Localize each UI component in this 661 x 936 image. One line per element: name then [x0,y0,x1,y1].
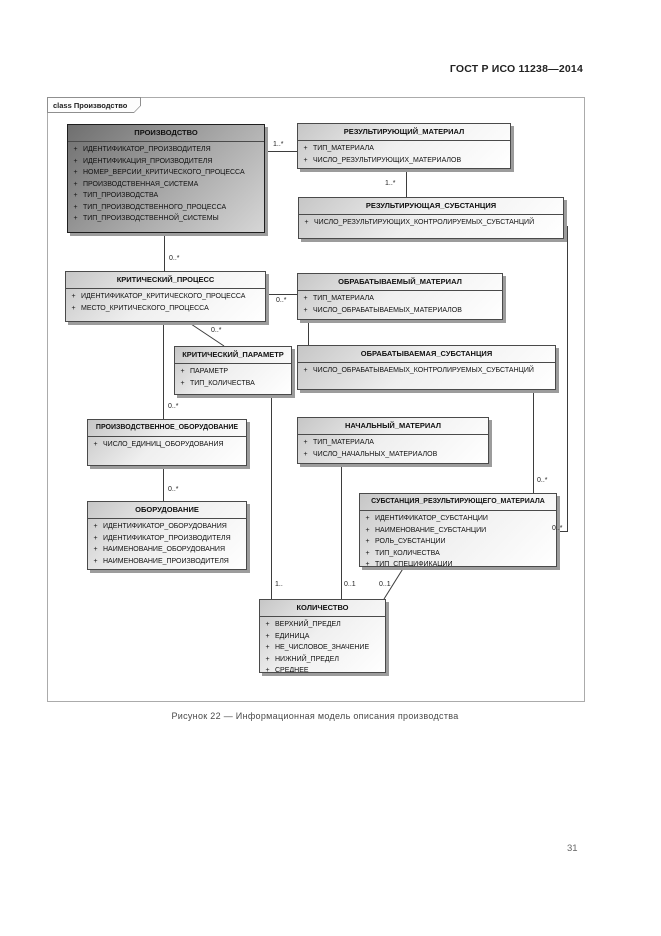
class-kolichestvo: КОЛИЧЕСТВО +ВЕРХНИЙ_ПРЕДЕЛ +ЕДИНИЦА +НЕ_… [259,599,386,673]
class-nachalnyy-material: НАЧАЛЬНЫЙ_МАТЕРИАЛ +ТИП_МАТЕРИАЛА +ЧИСЛО… [297,417,489,464]
class-attribute: +ИДЕНТИФИКАЦИЯ_ПРОИЗВОДИТЕЛЯ [73,157,213,165]
figure-caption: Рисунок 22 — Информационная модель описа… [171,711,459,721]
class-kriticheskiy-parametr: КРИТИЧЕСКИЙ_ПАРАМЕТР +ПАРАМЕТР +ТИП_КОЛИ… [174,346,292,395]
class-attribute: +ЧИСЛО_ОБРАБАТЫВАЕМЫХ_КОНТРОЛИРУЕМЫХ_СУБ… [303,367,534,374]
class-attribute: +НАИМЕНОВАНИЕ_ОБОРУДОВАНИЯ [93,546,225,553]
class-rezultiruyushchiy-material: РЕЗУЛЬТИРУЮЩИЙ_МАТЕРИАЛ +ТИП_МАТЕРИАЛА +… [297,123,511,169]
class-attribute: +ТИП_ПРОИЗВОДСТВЕННОЙ_СИСТЕМЫ [73,215,219,222]
class-title: РЕЗУЛЬТИРУЮЩИЙ_МАТЕРИАЛ [298,124,510,141]
multiplicity-label: 0..* [168,403,179,410]
class-attribute: +СРЕДНЕЕ [265,667,309,673]
class-attribute: +ЧИСЛО_РЕЗУЛЬТИРУЮЩИХ_МАТЕРИАЛОВ [303,156,462,164]
class-attribute: +НИЖНИЙ_ПРЕДЕЛ [265,655,339,663]
class-attribute: +ТИП_МАТЕРИАЛА [303,145,374,152]
class-attribute: +ПРОИЗВОДСТВЕННАЯ_СИСТЕМА [73,180,199,188]
frame-label: class Производство [53,100,128,110]
class-title: ОБРАБАТЫВАЕМАЯ_СУБСТАНЦИЯ [298,346,555,363]
multiplicity-label: 1.. [275,581,283,588]
class-attribute: +ЧИСЛО_РЕЗУЛЬТИРУЮЩИХ_КОНТРОЛИРУЕМЫХ_СУБ… [304,219,535,226]
class-title: НАЧАЛЬНЫЙ_МАТЕРИАЛ [298,418,488,435]
connector-lines [163,151,568,600]
class-title: КОЛИЧЕСТВО [260,600,385,617]
class-attribute: +ТИП_КОЛИЧЕСТВА [365,549,440,557]
class-attribute: +ПАРАМЕТР [180,368,229,375]
class-attribute: +ЧИСЛО_ОБРАБАТЫВАЕМЫХ_МАТЕРИАЛОВ [303,306,462,314]
multiplicity-label: 0..* [168,486,179,493]
page-number: 31 [567,843,578,854]
class-obrabatyvaemaya-substantsiya: ОБРАБАТЫВАЕМАЯ_СУБСТАНЦИЯ +ЧИСЛО_ОБРАБАТ… [297,345,556,390]
class-attribute: +ИДЕНТИФИКАТОР_КРИТИЧЕСКОГО_ПРОЦЕССА [71,293,246,300]
connector-criticalprocess-criticalparameter [187,321,225,347]
class-title: КРИТИЧЕСКИЙ_ПРОЦЕСС [66,272,265,289]
class-attribute: +ТИП_ПРОИЗВОДСТВА [73,192,159,199]
multiplicity-label: 0..1 [379,581,391,588]
class-attribute: +ТИП_МАТЕРИАЛА [303,439,374,446]
connector-substance-quantity [383,566,405,600]
class-title: ПРОИЗВОДСТВЕННОЕ_ОБОРУДОВАНИЕ [88,420,246,437]
class-attribute: +НАИМЕНОВАНИЕ_СУБСТАНЦИИ [365,526,487,534]
class-rezultiruyushchaya-substantsiya: РЕЗУЛЬТИРУЮЩАЯ_СУБСТАНЦИЯ +ЧИСЛО_РЕЗУЛЬТ… [298,197,564,239]
multiplicity-label: 0..* [552,525,563,532]
class-attribute: +ТИП_МАТЕРИАЛА [303,295,374,302]
class-attribute: +ТИП_СПЕЦИФИКАЦИИ [365,561,453,567]
class-attribute: +ИДЕНТИФИКАТОР_ОБОРУДОВАНИЯ [93,523,227,530]
class-substantsiya-rezultiruyushchego-materiala: СУБСТАНЦИЯ_РЕЗУЛЬТИРУЮЩЕГО_МАТЕРИАЛА +ИД… [359,493,557,567]
class-attribute: +ИДЕНТИФИКАТОР_ПРОИЗВОДИТЕЛЯ [93,534,231,542]
multiplicity-label: 0..* [276,297,287,304]
class-kriticheskiy-protsess: КРИТИЧЕСКИЙ_ПРОЦЕСС +ИДЕНТИФИКАТОР_КРИТИ… [65,271,266,322]
class-title: ПРОИЗВОДСТВО [68,125,264,142]
document-header: ГОСТ Р ИСО 11238—2014 [449,63,583,75]
class-attribute: +НАИМЕНОВАНИЕ_ПРОИЗВОДИТЕЛЯ [93,557,229,565]
class-attribute: +ЕДИНИЦА [265,632,310,640]
class-attribute: +РОЛЬ_СУБСТАНЦИИ [365,538,446,545]
class-obrabatyvaemyy-material: ОБРАБАТЫВАЕМЫЙ_МАТЕРИАЛ +ТИП_МАТЕРИАЛА +… [297,273,503,320]
multiplicity-label: 0..* [169,255,180,262]
connector-resultsubstance-substance [557,226,568,532]
class-title: ОБРАБАТЫВАЕМЫЙ_МАТЕРИАЛ [298,274,502,291]
multiplicity-label: 1..* [385,180,396,187]
multiplicity-label: 0..1 [344,581,356,588]
class-attribute: +ВЕРХНИЙ_ПРЕДЕЛ [265,621,341,628]
class-attribute: +ИДЕНТИФИКАТОР_СУБСТАНЦИИ [365,515,488,522]
class-title: РЕЗУЛЬТИРУЮЩАЯ_СУБСТАНЦИЯ [299,198,563,215]
frame-tab: class Производство [47,97,141,113]
multiplicity-label: 0..* [537,477,548,484]
class-title: КРИТИЧЕСКИЙ_ПАРАМЕТР [175,347,291,364]
class-attribute: +НОМЕР_ВЕРСИИ_КРИТИЧЕСКОГО_ПРОЦЕССА [73,169,245,176]
class-oborudovanie: ОБОРУДОВАНИЕ +ИДЕНТИФИКАТОР_ОБОРУДОВАНИЯ… [87,501,247,570]
class-proizvodstvennoe-oborudovanie: ПРОИЗВОДСТВЕННОЕ_ОБОРУДОВАНИЕ +ЧИСЛО_ЕДИ… [87,419,247,466]
class-title: ОБОРУДОВАНИЕ [88,502,246,519]
class-attribute: +НЕ_ЧИСЛОВОЕ_ЗНАЧЕНИЕ [265,644,370,651]
class-attribute: +ИДЕНТИФИКАТОР_ПРОИЗВОДИТЕЛЯ [73,146,211,153]
class-title: СУБСТАНЦИЯ_РЕЗУЛЬТИРУЮЩЕГО_МАТЕРИАЛА [360,494,556,511]
class-attribute: +ТИП_КОЛИЧЕСТВА [180,379,255,387]
class-proizvodstvo: ПРОИЗВОДСТВО +ИДЕНТИФИКАТОР_ПРОИЗВОДИТЕЛ… [67,124,265,233]
class-attribute: +ЧИСЛО_НАЧАЛЬНЫХ_МАТЕРИАЛОВ [303,450,438,458]
class-attribute: +ЧИСЛО_ЕДИНИЦ_ОБОРУДОВАНИЯ [93,441,224,448]
class-attribute: +МЕСТО_КРИТИЧЕСКОГО_ПРОЦЕССА [71,304,209,312]
multiplicity-label: 1..* [273,141,284,148]
diagram-frame: class Производство ПРОИЗВОДСТВО +ИДЕНТИФ… [47,97,585,702]
class-attribute: +ТИП_ПРОИЗВОДСТВЕННОГО_ПРОЦЕССА [73,203,227,211]
multiplicity-label: 0..* [211,327,222,334]
